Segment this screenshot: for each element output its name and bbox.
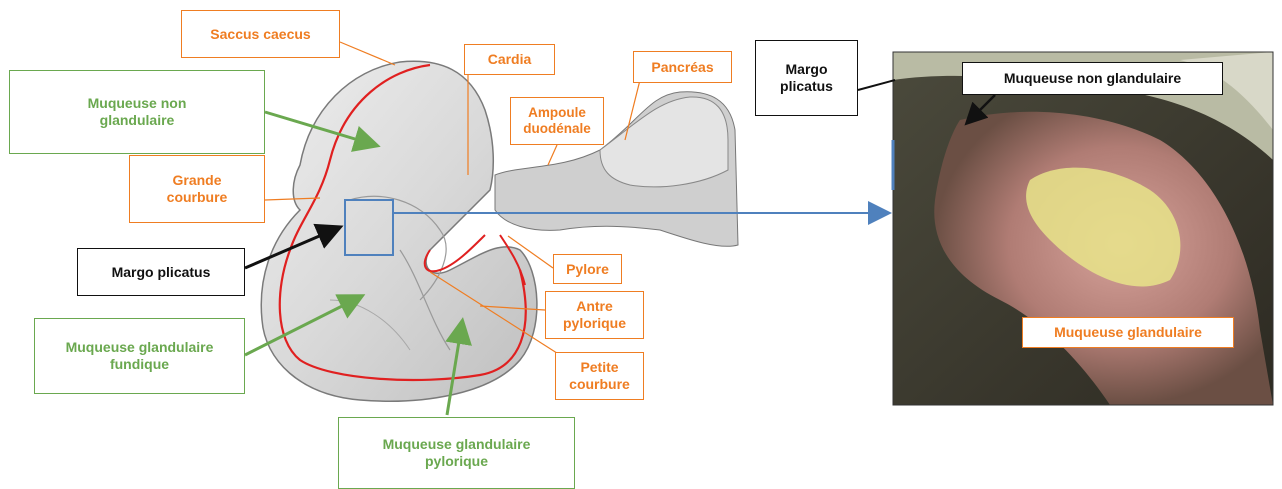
label-pancreas: Pancréas [633,51,732,83]
stomach-body [261,61,537,401]
label-petite-courbure: Petite courbure [555,352,644,400]
label-antre-pylorique: Antre pylorique [545,291,644,339]
label-muqueuse-glandulaire-pylorique: Muqueuse glandulaire pylorique [338,417,575,489]
label-pylore: Pylore [553,254,622,284]
label-muqueuse-non-glandulaire-right: Muqueuse non glandulaire [962,62,1223,95]
ampoule-leader [548,145,557,165]
gastroscopy-photo [893,52,1273,405]
label-margo-plicatus: Margo plicatus [77,248,245,296]
saccus-caecus-leader [340,42,395,65]
label-saccus-caecus: Saccus caecus [181,10,340,58]
label-cardia: Cardia [464,44,555,75]
label-muqueuse-glandulaire-fundique: Muqueuse glandulaire fundique [34,318,245,394]
pancreas-shape [600,97,728,187]
label-ampoule-duodenale: Ampoule duodénale [510,97,604,145]
label-margo-plicatus-right: Margo plicatus [755,40,858,116]
margo-plicatus-right-arrow [858,80,895,90]
label-muqueuse-glandulaire-right: Muqueuse glandulaire [1022,317,1234,348]
label-grande-courbure: Grande courbure [129,155,265,223]
label-muqueuse-non-glandulaire: Muqueuse non glandulaire [9,70,265,154]
